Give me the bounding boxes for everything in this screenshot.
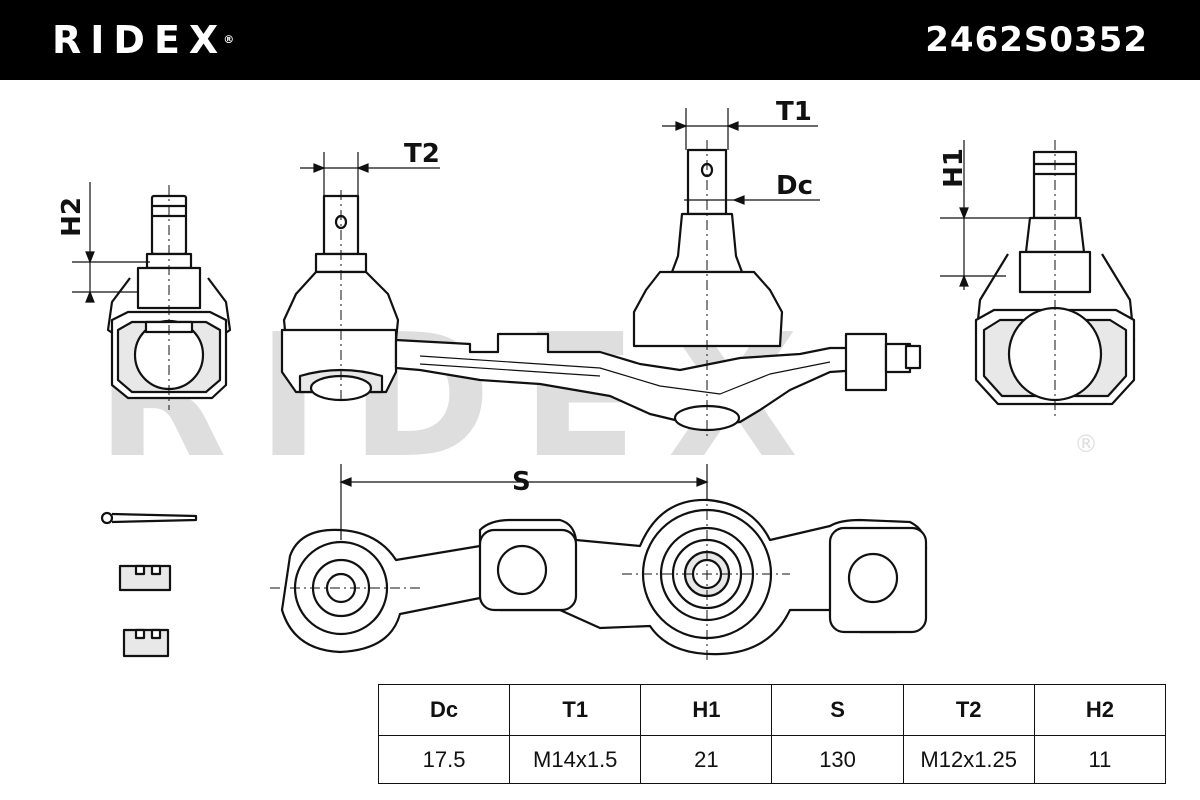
spec-header-s: S	[771, 684, 904, 736]
spec-value-t1: M14x1.5	[509, 735, 642, 784]
label-h2: H2	[56, 197, 87, 237]
part-number: 2462S0352	[925, 20, 1148, 60]
spec-value-s: 130	[771, 735, 904, 784]
label-s: S	[512, 467, 531, 497]
spec-header-row: Dc T1 H1 S T2 H2	[377, 684, 1167, 736]
dimension-t1	[662, 108, 818, 150]
spec-header-h1: H1	[640, 684, 773, 736]
dimension-t2	[300, 152, 440, 196]
brand-registered-mark: ®	[223, 33, 235, 46]
dimension-dc	[684, 195, 820, 205]
dimension-s	[339, 464, 709, 540]
spec-value-row: 17.5 M14x1.5 21 130 M12x1.25 11	[377, 735, 1167, 784]
castle-nut-1	[118, 564, 172, 592]
spec-value-h2: 11	[1033, 735, 1167, 784]
label-t1: T1	[776, 97, 812, 127]
ball-joint-left	[106, 185, 232, 410]
ball-joint-right	[974, 140, 1136, 416]
watermark-mark: ®	[1074, 430, 1098, 458]
brand-name: RIDEX	[52, 18, 228, 62]
spec-header-t1: T1	[509, 684, 642, 736]
watermark: RIDEX ®	[96, 298, 1098, 496]
spec-header-t2: T2	[902, 684, 1035, 736]
cotter-pin	[100, 511, 198, 525]
label-dc: Dc	[776, 171, 813, 201]
spec-table: Dc T1 H1 S T2 H2 17.5 M14x1.5 21 130 M12…	[377, 684, 1167, 784]
dimension-h2	[72, 182, 150, 303]
castle-nut-2	[122, 628, 170, 658]
technical-drawing: RIDEX ®	[72, 108, 1136, 660]
label-t2: T2	[404, 139, 440, 169]
control-arm-top-view	[270, 490, 928, 660]
label-h1: H1	[938, 148, 969, 188]
spec-value-h1: 21	[640, 735, 773, 784]
control-arm-side-view	[280, 140, 922, 436]
dimension-h1	[940, 140, 1030, 290]
spec-header-h2: H2	[1033, 684, 1167, 736]
spec-value-t2: M12x1.25	[902, 735, 1035, 784]
spec-header-dc: Dc	[377, 684, 511, 736]
spec-value-dc: 17.5	[377, 735, 511, 784]
brand-logo: RIDEX®	[52, 20, 234, 60]
header-bar: RIDEX® 2462S0352	[0, 0, 1200, 80]
